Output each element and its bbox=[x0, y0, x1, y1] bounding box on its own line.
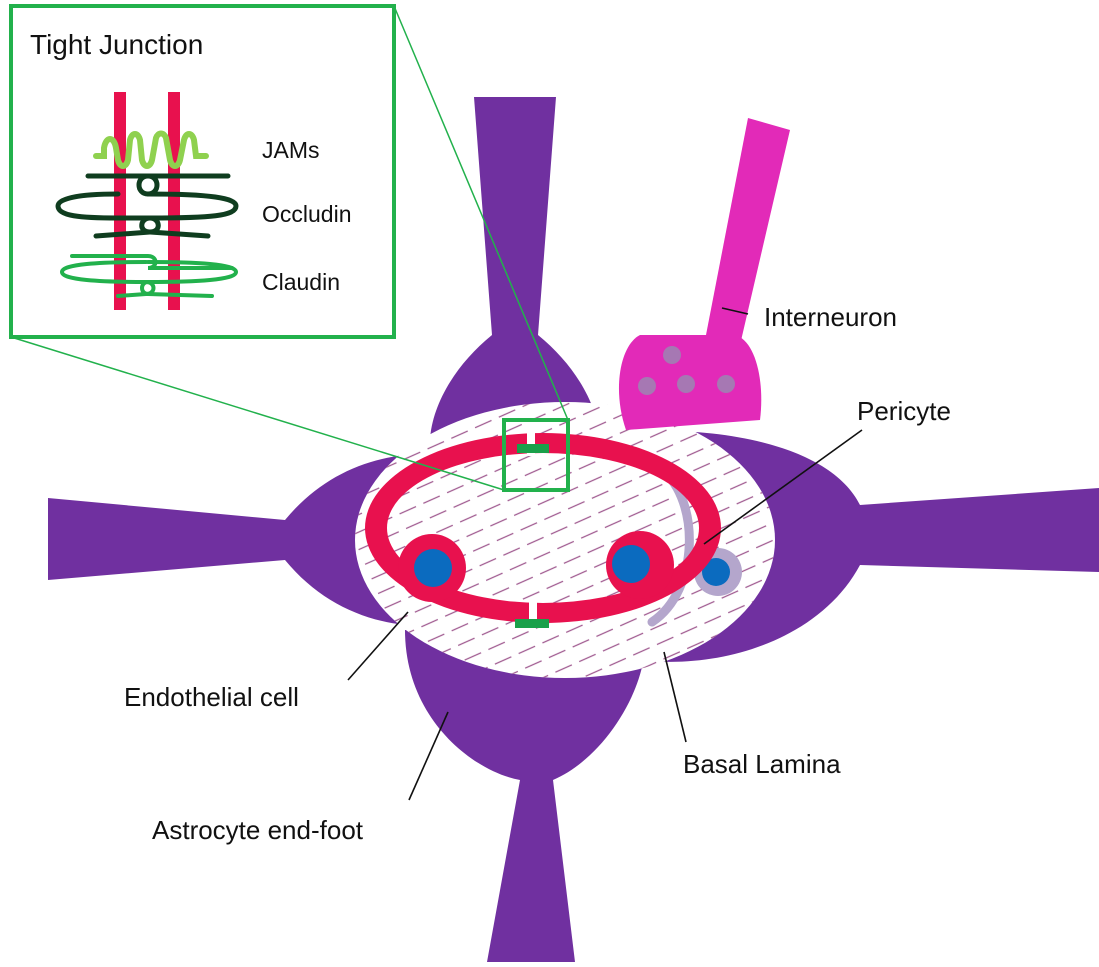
inset-title: Tight Junction bbox=[30, 29, 203, 60]
membrane-right bbox=[168, 92, 180, 310]
pericyte-label: Pericyte bbox=[857, 396, 951, 426]
tight-junction-bottom bbox=[515, 619, 549, 628]
astrocyte-leader bbox=[409, 712, 448, 800]
astrocyte-end-foot-label: Astrocyte end-foot bbox=[152, 815, 364, 845]
interneuron-label: Interneuron bbox=[764, 302, 897, 332]
interneuron-vesicle bbox=[638, 377, 656, 395]
endothelial-nucleus-right bbox=[612, 545, 650, 583]
astrocyte-top-end-foot bbox=[430, 97, 600, 440]
astrocyte-left-end-foot bbox=[48, 455, 405, 625]
basal-lamina-label: Basal Lamina bbox=[683, 749, 841, 779]
basal-lamina-leader bbox=[664, 652, 686, 742]
endothelial-nucleus-left bbox=[414, 549, 452, 587]
occludin-label: Occludin bbox=[262, 201, 351, 227]
tight-junction-inset: Tight Junction JAMs Occludin Claudin bbox=[11, 6, 394, 337]
membrane-left bbox=[114, 92, 126, 310]
claudin-label: Claudin bbox=[262, 269, 340, 295]
jams-label: JAMs bbox=[262, 137, 320, 163]
endothelial-leader bbox=[348, 612, 408, 680]
interneuron bbox=[619, 118, 790, 430]
interneuron-vesicle bbox=[677, 375, 695, 393]
zoom-line-lower bbox=[11, 337, 504, 490]
astrocyte-bottom-end-foot bbox=[405, 630, 645, 962]
tight-junction-top bbox=[517, 444, 549, 453]
endothelial-cell-label: Endothelial cell bbox=[124, 682, 299, 712]
interneuron-vesicle bbox=[717, 375, 735, 393]
interneuron-vesicle bbox=[663, 346, 681, 364]
